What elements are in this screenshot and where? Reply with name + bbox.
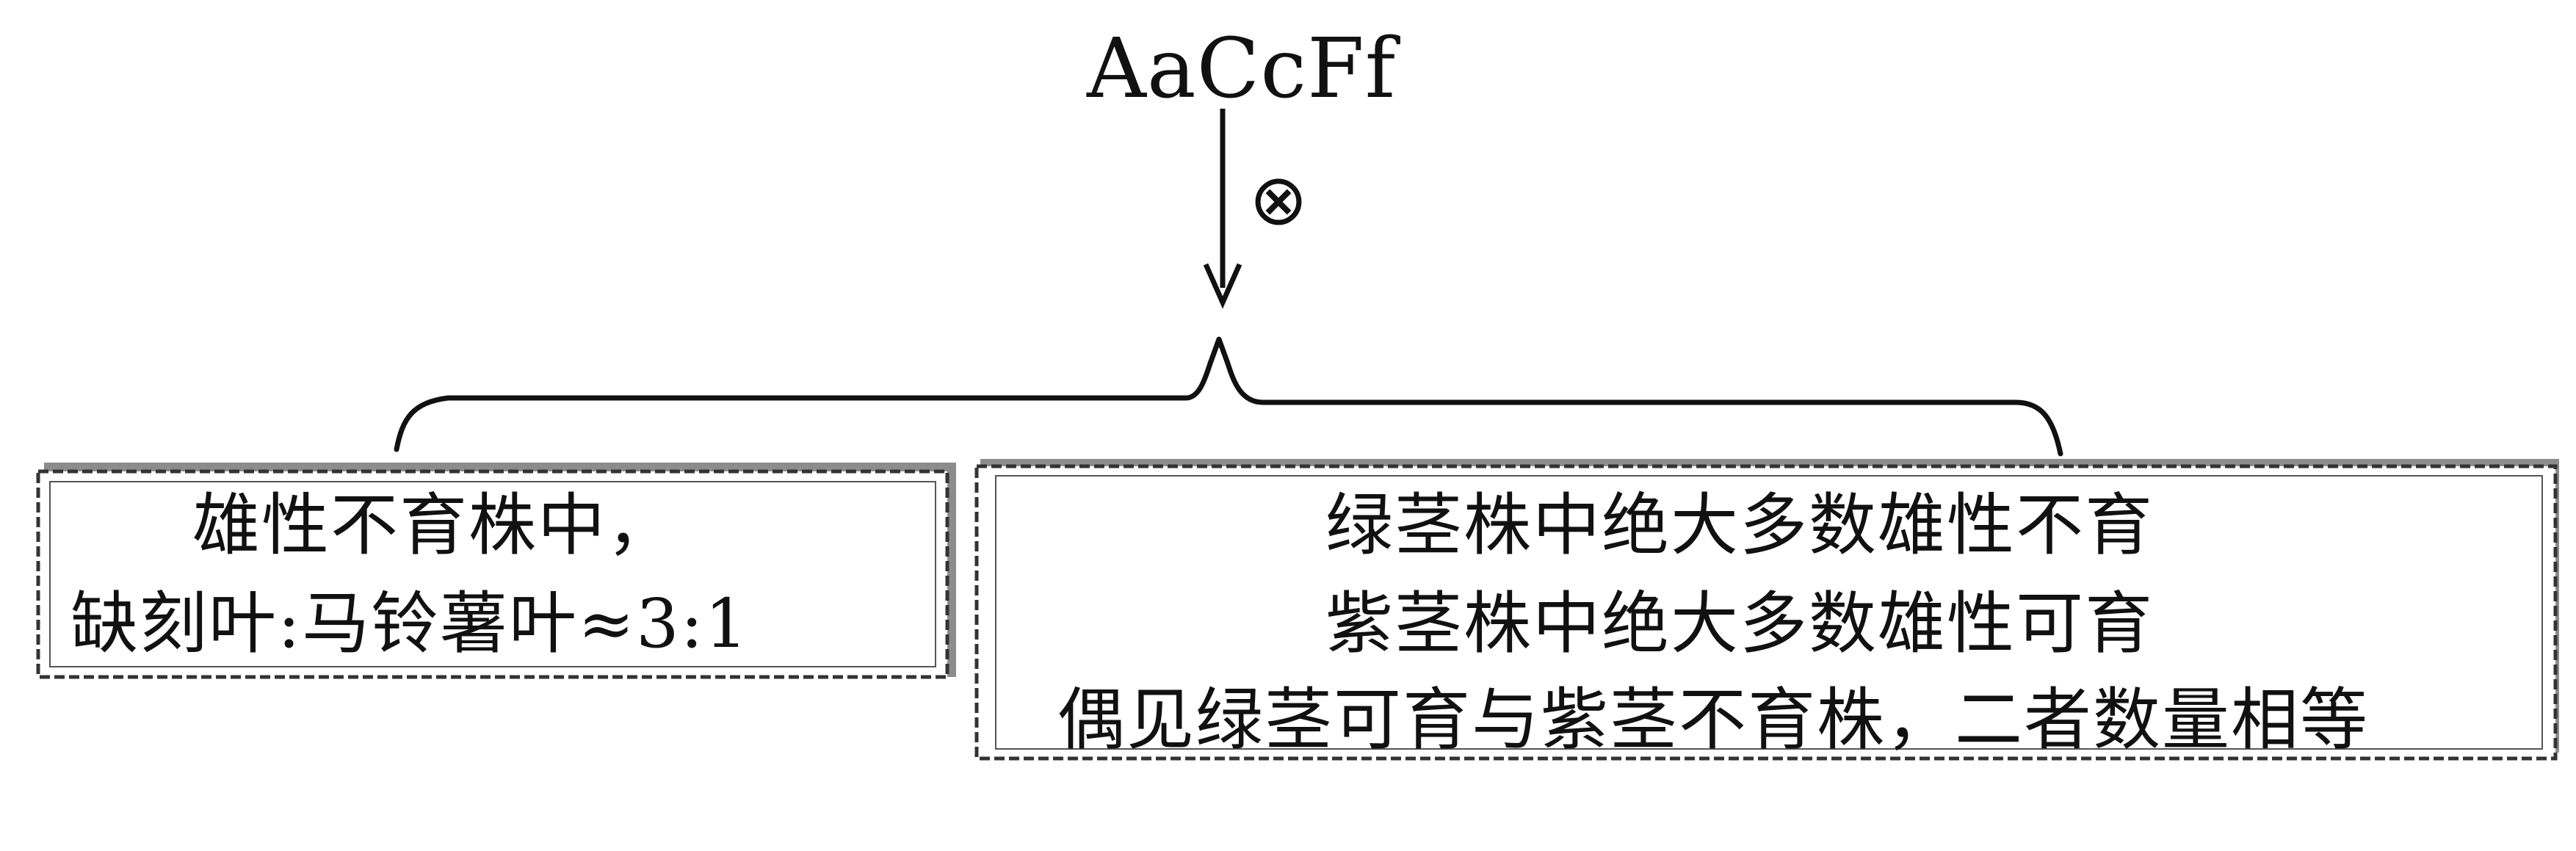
right-box-line-3: 偶见绿茎可育与紫茎不育株，二者数量相等 — [1057, 681, 2370, 759]
left-box-line-1: 雄性不育株中， — [192, 486, 676, 565]
left-box-inner — [49, 481, 936, 667]
self-cross-icon: ⊗ — [1248, 159, 1309, 241]
right-box-line-2: 紫茎株中绝大多数雄性可育 — [1325, 584, 2154, 663]
cross-arrow-head — [1203, 263, 1242, 309]
offspring-brace — [394, 336, 2063, 457]
right-box-line-1: 绿茎株中绝大多数雄性不育 — [1325, 486, 2154, 565]
right-box-inner — [995, 475, 2543, 750]
left-box-line-2: 缺刻叶:马铃薯叶≈3:1 — [70, 584, 750, 663]
parent-genotype: AaCcFf — [1087, 21, 1397, 117]
